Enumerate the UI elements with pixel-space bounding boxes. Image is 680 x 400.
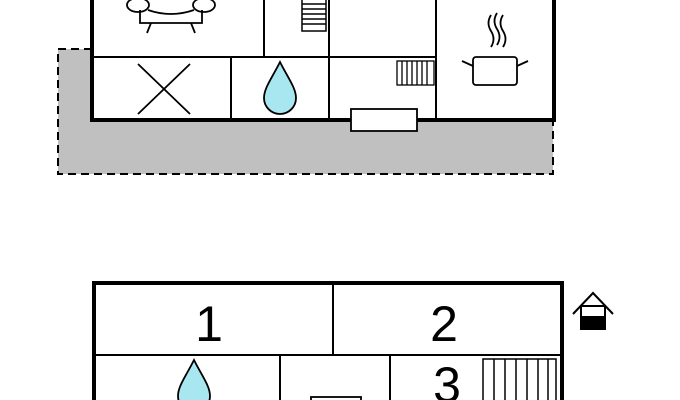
upper-floor: 1 2 3 (92, 281, 614, 400)
house-floor-icon (572, 291, 614, 330)
ground-floor (57, 0, 556, 175)
door-icon (310, 396, 362, 400)
stairs-icon (482, 358, 557, 400)
interior-walls (94, 283, 562, 400)
sofa-icon (126, 0, 216, 34)
radiator-icon (396, 60, 435, 86)
door-icon (350, 108, 418, 132)
terrace (57, 48, 554, 175)
water-drop-icon (177, 357, 211, 400)
bedroom-cross-icon (137, 63, 191, 115)
room-number-3: 3 (433, 357, 461, 400)
room-number-1: 1 (195, 296, 223, 352)
kitchen-pot-icon (461, 12, 529, 86)
stairs-icon (301, 0, 327, 32)
interior-walls (92, 0, 437, 120)
room-number-2: 2 (430, 296, 458, 352)
water-drop-icon (263, 59, 297, 115)
